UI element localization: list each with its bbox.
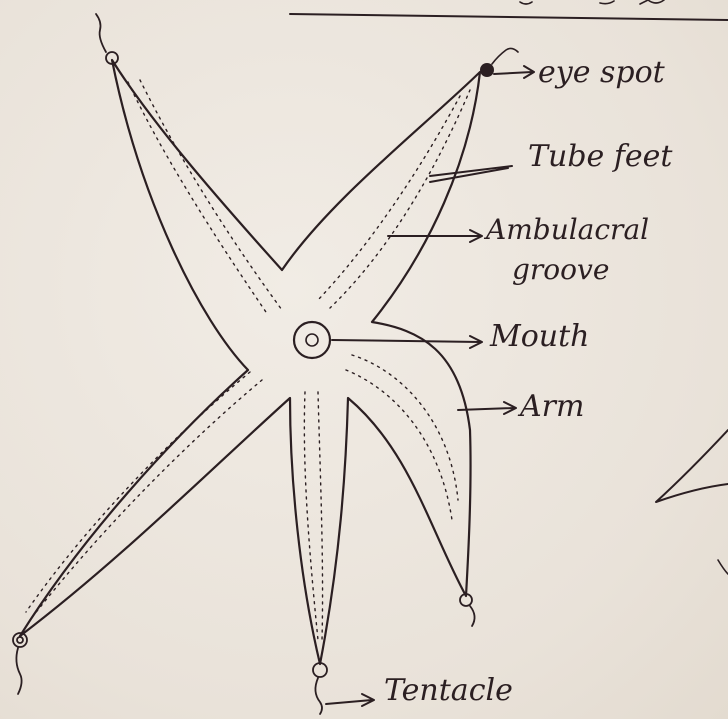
top-rule-line bbox=[290, 14, 728, 20]
mouth-label: Mouth bbox=[490, 322, 589, 352]
top-scribble bbox=[520, 0, 664, 4]
ambulacral-groove-label-line1: Ambulacral bbox=[486, 216, 649, 244]
tube-feet-marks bbox=[26, 80, 470, 640]
eye-spot-squiggle bbox=[492, 48, 518, 64]
tube-feet-label: Tube feet bbox=[528, 142, 673, 172]
mouth-shape bbox=[294, 322, 330, 358]
ambulacral-groove-label-line2: groove bbox=[512, 256, 609, 284]
eye-spot-label: eye spot bbox=[538, 58, 665, 88]
arm-label: Arm bbox=[520, 392, 584, 422]
edge-mark bbox=[718, 560, 728, 574]
label-pointers bbox=[326, 66, 534, 706]
eye-spot-marker bbox=[480, 63, 494, 77]
starfish-outline bbox=[20, 60, 480, 664]
partial-figure bbox=[656, 430, 728, 502]
tentacle-label: Tentacle bbox=[384, 676, 513, 706]
